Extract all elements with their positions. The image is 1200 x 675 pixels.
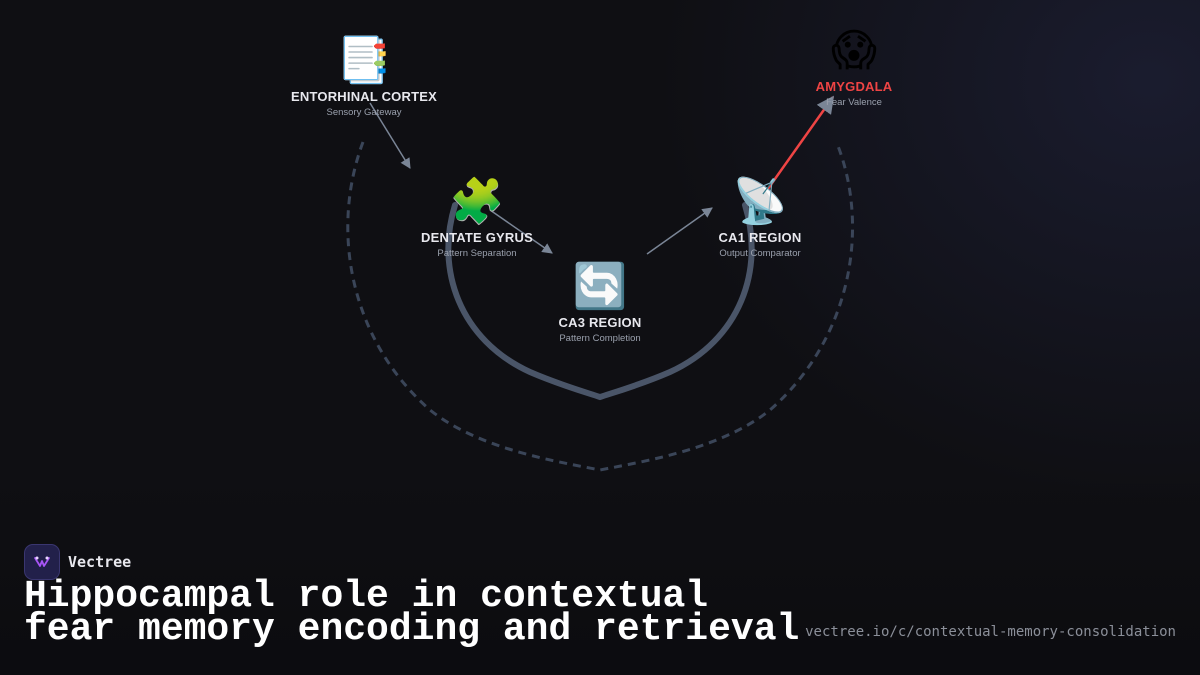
bookmark-tabs-icon: 📑 bbox=[336, 35, 392, 86]
arrow-entorhinal-to-dentate bbox=[369, 102, 411, 169]
node-title: AMYGDALA bbox=[815, 79, 893, 94]
source-url[interactable]: vectree.io/c/contextual-memory-consolida… bbox=[805, 624, 1176, 640]
arrow-ca1-to-amygdala bbox=[763, 95, 835, 194]
node-title: DENTATE GYRUS bbox=[421, 230, 533, 245]
arrow-dentate-to-ca3 bbox=[489, 209, 553, 254]
satellite-dish-icon: 📡 bbox=[732, 176, 788, 227]
node-subtitle: Pattern Completion bbox=[559, 333, 641, 344]
node-subtitle: Fear Valence bbox=[826, 97, 882, 108]
node-subtitle: Output Comparator bbox=[719, 248, 801, 259]
vectree-logo-icon bbox=[24, 544, 60, 580]
node-title: CA3 REGION bbox=[558, 315, 642, 330]
cycle-arrows-icon: 🔄 bbox=[572, 261, 628, 312]
node-ca1-region: 📡 CA1 REGION Output Comparator bbox=[719, 176, 802, 259]
node-entorhinal-cortex: 📑 ENTORHINAL CORTEX Sensory Gateway bbox=[291, 35, 437, 118]
arrow-ca3-to-ca1 bbox=[646, 207, 713, 255]
brand-name: Vectree bbox=[68, 553, 132, 571]
node-ca3-region: 🔄 CA3 REGION Pattern Completion bbox=[559, 261, 642, 344]
puzzle-piece-icon: 🧩 bbox=[449, 176, 505, 227]
page-title: Hippocampal role in contextual fear memo… bbox=[24, 575, 800, 651]
node-subtitle: Sensory Gateway bbox=[326, 107, 402, 118]
node-subtitle: Pattern Separation bbox=[437, 248, 517, 259]
node-title: ENTORHINAL CORTEX bbox=[291, 89, 437, 104]
brand: Vectree bbox=[24, 544, 131, 580]
node-dentate-gyrus: 🧩 DENTATE GYRUS Pattern Separation bbox=[421, 176, 533, 259]
inner-solid-loop bbox=[445, 202, 755, 401]
outer-dashed-loop bbox=[346, 141, 854, 472]
node-title: CA1 REGION bbox=[718, 230, 802, 245]
screaming-face-icon: 😱 bbox=[831, 25, 877, 76]
node-amygdala: 😱 AMYGDALA Fear Valence bbox=[816, 25, 893, 108]
